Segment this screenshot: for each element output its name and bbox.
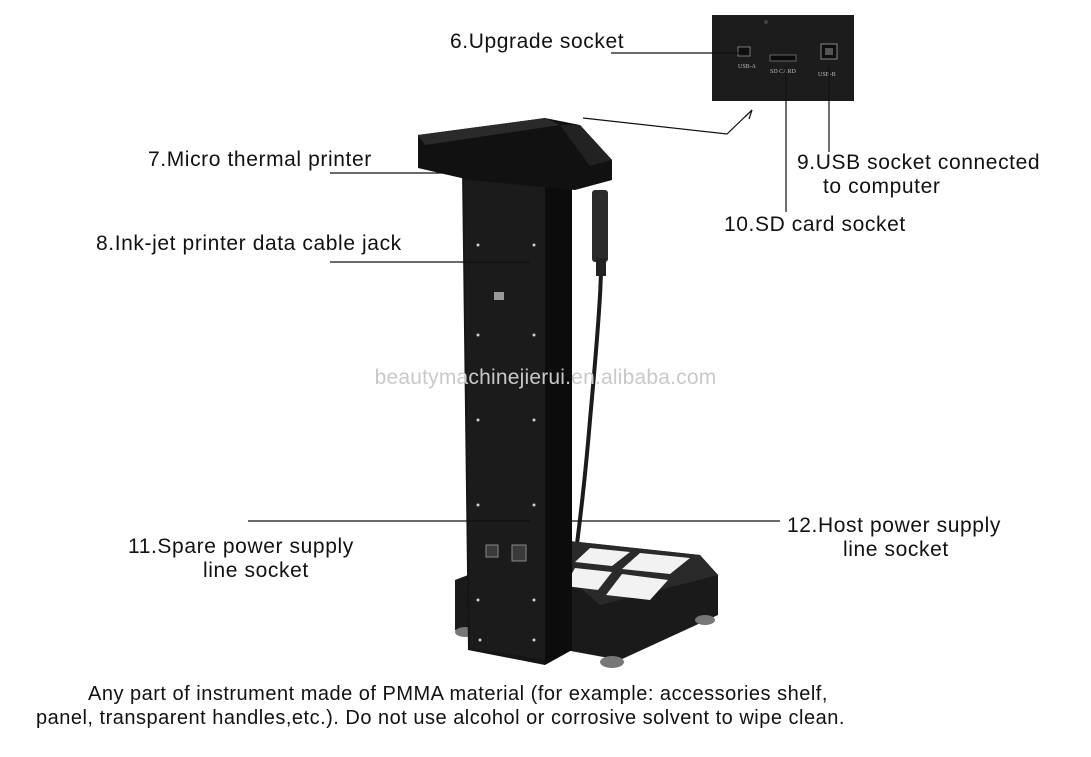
sd-card-label: SD CARD [770,69,797,75]
usb-computer-label-2: to computer [823,175,941,198]
inkjet-jack-label: 8.Ink-jet printer data cable jack [96,232,402,255]
usb-b-label: USB-B [818,72,836,78]
note-line-1: Any part of instrument made of PMMA mate… [88,683,828,705]
spare-power-socket [485,544,499,558]
usb-computer-label-1: 9.USB socket connected [797,151,1041,174]
watermark: beautymachinejierui.en.alibaba.com [374,366,717,389]
main-column [462,165,572,665]
spare-power-label-2: line socket [203,559,309,582]
usb-a-label: USB-A [738,64,757,70]
host-power-socket [511,544,527,562]
machine-head [418,118,612,190]
leader-lines [248,52,830,522]
host-power-label-2: line socket [843,538,949,561]
host-power-label-1: 12.Host power supply [787,514,1001,537]
port-panel-inset: USB-A SD CARD USB-B [712,15,854,101]
hand-grip [592,190,608,262]
inkjet-jack-port [494,292,504,300]
note-line-2: panel, transparent handles,etc.). Do not… [36,707,845,729]
upgrade-socket-label: 6.Upgrade socket [450,30,625,53]
spare-power-label-1: 11.Spare power supply [128,535,354,558]
sd-card-socket-label: 10.SD card socket [724,213,906,236]
micro-printer-label: 7.Micro thermal printer [148,148,372,171]
pmma-care-note: Any part of instrument made of PMMA mate… [0,682,1091,730]
column-screws [476,243,536,642]
